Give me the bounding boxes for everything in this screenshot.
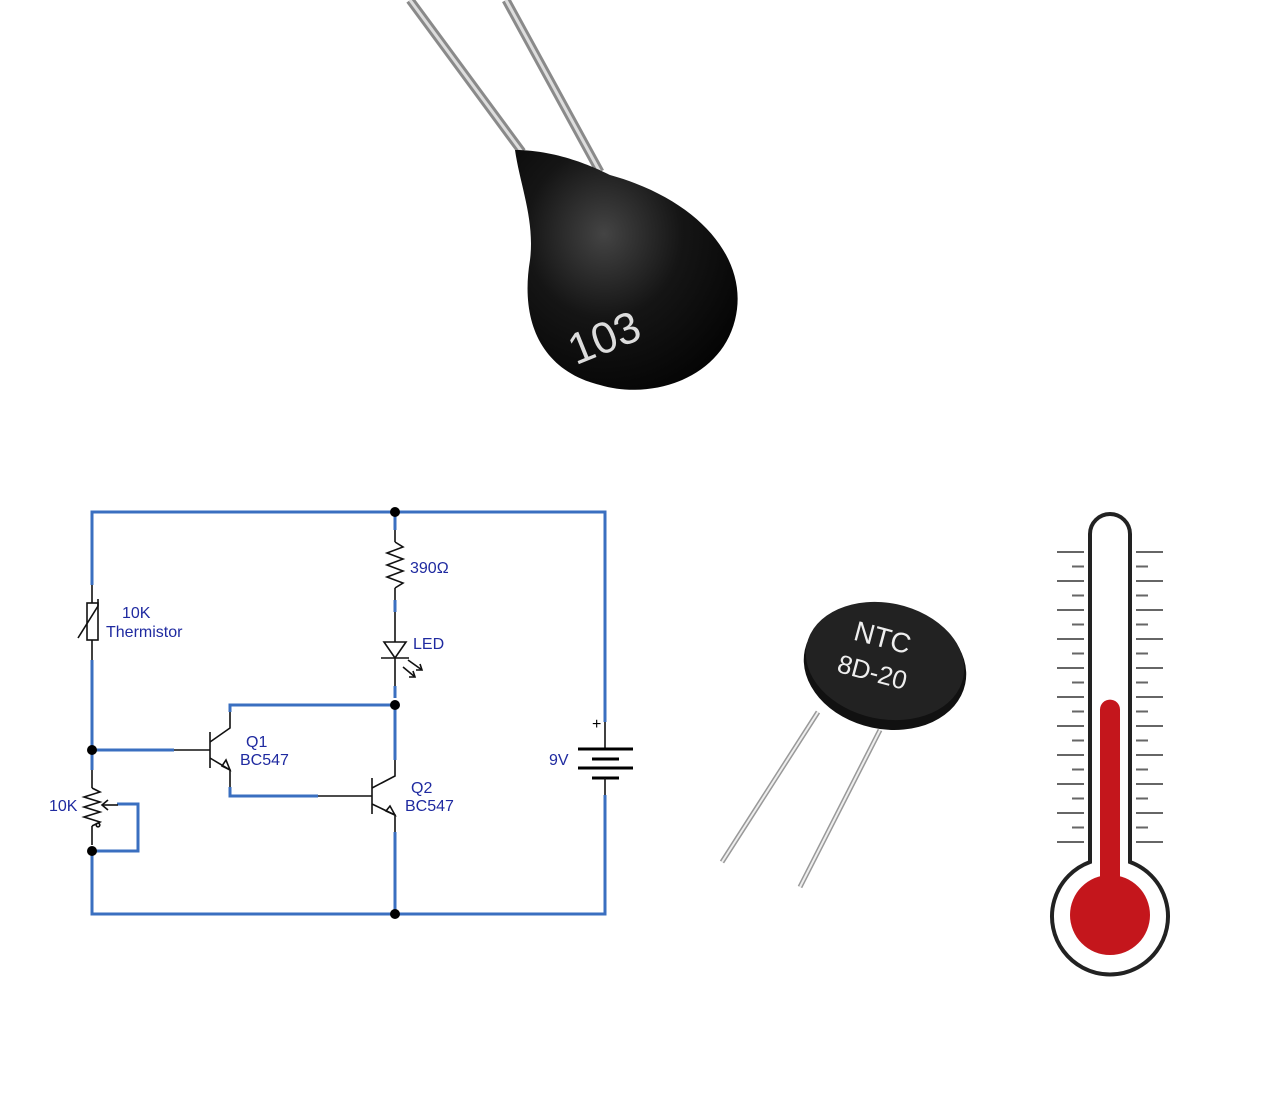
q2-transistor-symbol [318, 760, 397, 832]
junction-dots [87, 507, 400, 919]
circuit-diagram: 10K Thermistor 10K 390Ω [49, 507, 633, 919]
thermometer-fluid-column [1100, 699, 1120, 900]
potentiometer-symbol [81, 770, 118, 845]
q1-name: Q1 [246, 734, 267, 751]
battery-plus: + [592, 716, 601, 733]
q2-name: Q2 [411, 780, 432, 797]
battery-symbol [578, 722, 633, 795]
led-label: LED [413, 636, 444, 653]
wires [90, 510, 607, 916]
thermometer-icon [1050, 512, 1170, 977]
resistor-label: 390Ω [410, 560, 449, 577]
bead-thermistor-photo: 103 [406, 0, 738, 390]
thermometer-ticks [1057, 551, 1163, 843]
q1-transistor-symbol [174, 712, 232, 787]
thermistor-value: 10K [122, 605, 151, 622]
led-symbol [381, 612, 424, 686]
thermistor-symbol [77, 585, 99, 660]
q2-type: BC547 [405, 798, 454, 815]
thermometer-bulb [1070, 875, 1150, 955]
thermistor-label: Thermistor [106, 624, 183, 641]
ntc-disc-photo: NTC 8D-20 [719, 601, 967, 889]
resistor-symbol [384, 530, 406, 600]
pot-label: 10K [49, 798, 78, 815]
battery-label: 9V [549, 752, 569, 769]
q1-type: BC547 [240, 752, 289, 769]
